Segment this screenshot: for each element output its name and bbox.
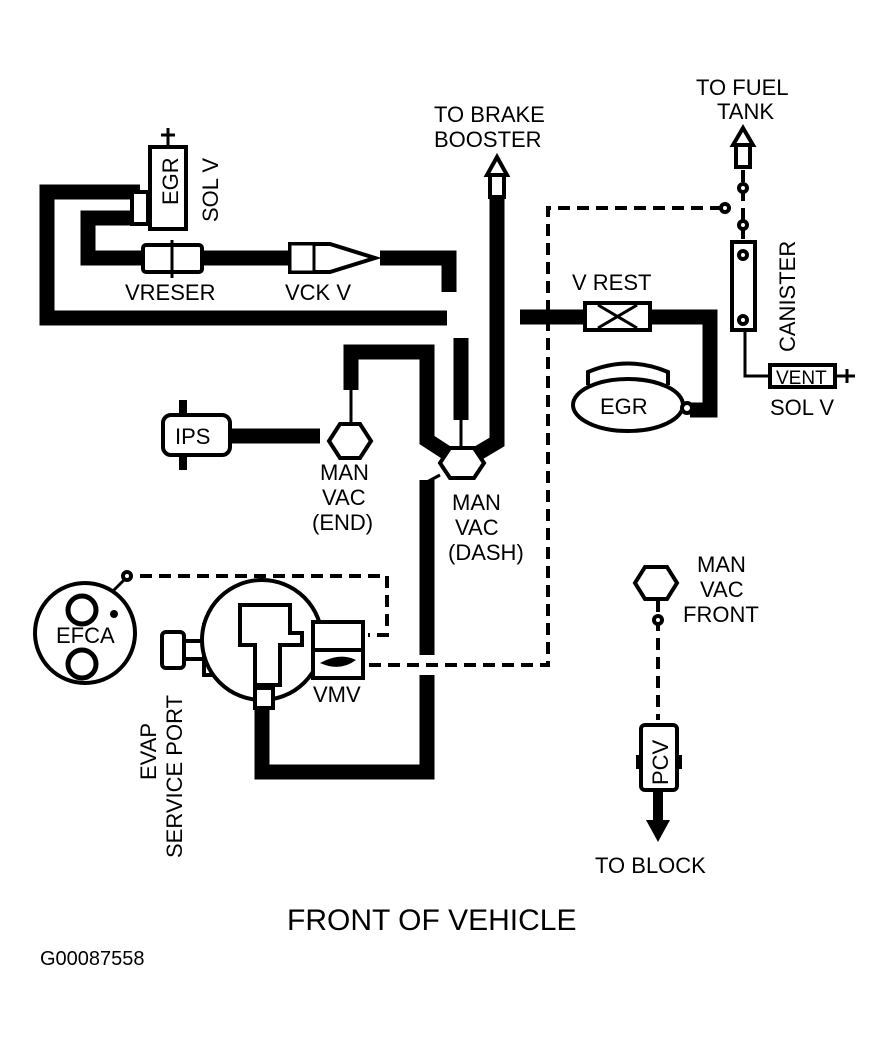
ips-sensor: IPS [161,400,232,470]
vent-sol-v-label: SOL V [770,395,834,420]
canister: CANISTER [730,240,800,352]
man-vac-end-label-1: MAN [320,460,369,485]
service-port-label: SERVICE PORT [162,695,187,858]
front-of-vehicle-label: FRONT OF VEHICLE [287,904,576,937]
figure-id: G00087558 [40,948,145,970]
v-rest-label: V REST [572,270,651,295]
hose-egr-inner [80,210,145,266]
ips-label: IPS [175,424,210,449]
vacuum-restrictor: V REST [572,270,652,332]
hose-egr-outer [39,184,447,326]
hose-end-loop [343,344,455,462]
vacuum-check-valve: VCK V [285,242,382,305]
egr-valve: EGR [571,361,694,433]
egr-sol-v-label: SOL V [198,158,223,222]
man-vac-end-label-2: VAC [322,485,366,510]
egr-sol-v-box-label: EGR [158,157,183,205]
man-vac-dash-label-2: VAC [455,515,499,540]
vacuum-reservoir: VRESER [125,240,215,305]
man-vac-end-fitting [326,422,374,460]
fuel-tank-label-1: TO FUEL [696,75,789,100]
egr-label: EGR [600,394,648,419]
man-vac-end-label-3: (END) [312,510,373,535]
dashed-evap-line [360,206,722,667]
brake-booster-label-2: BOOSTER [434,127,542,152]
man-vac-dash-label-3: (DASH) [448,540,524,565]
canister-label: CANISTER [775,241,800,352]
efca-label: EFCA [56,623,115,648]
vmv-label: VMV [313,682,361,707]
arrow-down-icon [646,790,670,842]
evap-label: EVAP [136,723,161,780]
vapor-management-valve: VMV [160,578,365,710]
pcv-label: PCV [648,739,673,785]
man-vac-dash-fitting [437,446,487,480]
egr-solenoid-valve: EGR SOL V [130,128,223,231]
hose-vmv-loop [254,480,435,780]
man-vac-front-label-1: MAN [697,552,746,577]
pcv-valve: PCV [636,723,682,792]
man-vac-front-fitting [632,565,680,601]
brake-booster-label-1: TO BRAKE [434,102,545,127]
arrow-up-icon [483,152,511,199]
man-vac-front-label-3: FRONT [683,602,759,627]
man-vac-dash-label-1: MAN [452,490,501,515]
fuel-tank-label-2: TANK [717,99,774,124]
to-block-label: TO BLOCK [595,853,706,878]
arrow-up-icon [729,124,757,169]
man-vac-front-label-2: VAC [700,577,744,602]
vent-box-label: VENT [776,368,827,389]
vck-v-label: VCK V [285,280,351,305]
efca: EFCA [33,570,137,685]
hose-v-rest [520,309,718,418]
hose-brake-booster [471,195,505,462]
hose-vckv-manifold [380,250,457,292]
dashed-efca-line [140,574,389,637]
vent-solenoid-valve: VENT SOL V [768,363,855,420]
vreser-label: VRESER [125,280,215,305]
